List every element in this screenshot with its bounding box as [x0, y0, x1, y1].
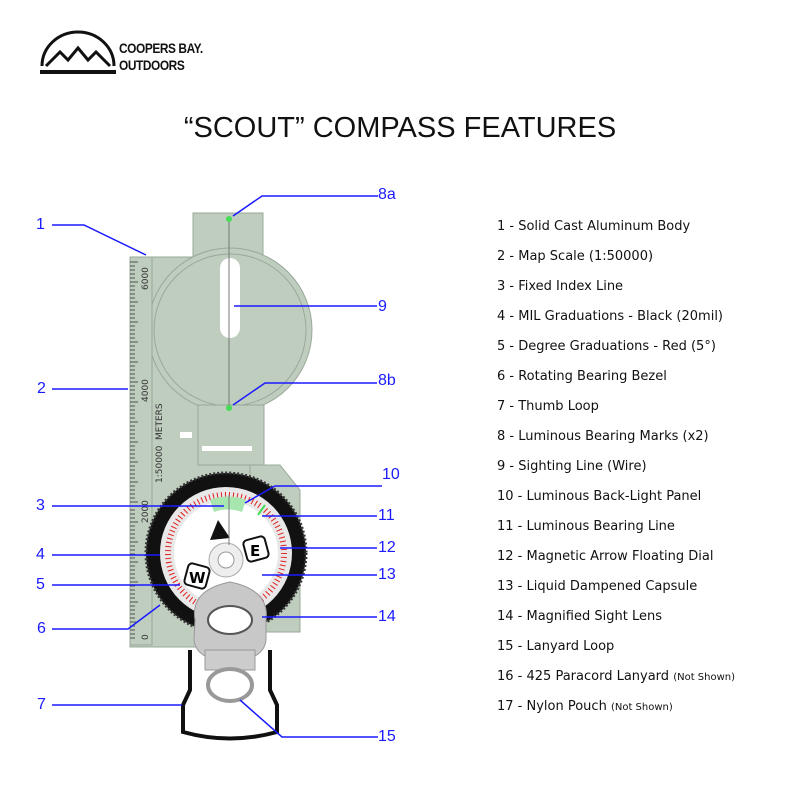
legend-item: 1 - Solid Cast Aluminum Body: [497, 218, 735, 248]
legend-text: 14 - Magnified Sight Lens: [497, 609, 662, 624]
callout-1: 1: [36, 216, 45, 233]
callout-9: 9: [378, 298, 387, 315]
legend-text: 1 - Solid Cast Aluminum Body: [497, 219, 691, 234]
ruler-6000: 6000: [141, 267, 151, 290]
legend-item: 6 - Rotating Bearing Bezel: [497, 368, 735, 398]
callout-3: 3: [36, 497, 45, 514]
legend-item: 11 - Luminous Bearing Line: [497, 518, 735, 548]
brand-line2: OUTDOORS: [119, 57, 185, 73]
legend-item: 4 - MIL Graduations - Black (20mil): [497, 308, 735, 338]
legend-item: 17 - Nylon Pouch (Not Shown): [497, 698, 735, 728]
legend-item: 12 - Magnetic Arrow Floating Dial: [497, 548, 735, 578]
legend-text: 4 - MIL Graduations - Black (20mil): [497, 309, 724, 324]
brand-name: COOPERS BAY. OUTDOORS: [119, 40, 203, 74]
leader-lines: [52, 195, 382, 738]
legend-text: 2 - Map Scale (1:50000): [497, 249, 654, 264]
ruler-0: 0: [141, 634, 151, 640]
legend-text: 9 - Sighting Line (Wire): [497, 459, 647, 474]
callout-4: 4: [36, 546, 45, 563]
callout-12: 12: [378, 539, 396, 556]
callout-14: 14: [378, 608, 396, 625]
legend-item: 15 - Lanyard Loop: [497, 638, 735, 668]
legend-text: 11 - Luminous Bearing Line: [497, 519, 675, 534]
legend-item: 2 - Map Scale (1:50000): [497, 248, 735, 278]
legend-text: 7 - Thumb Loop: [497, 399, 599, 414]
legend-item: 9 - Sighting Line (Wire): [497, 458, 735, 488]
brand-line1: COOPERS BAY.: [119, 40, 203, 56]
ruler-4000: 4000: [141, 379, 151, 402]
legend-item: 5 - Degree Graduations - Red (5°): [497, 338, 735, 368]
callout-5: 5: [36, 576, 45, 593]
legend-text: 8 - Luminous Bearing Marks (x2): [497, 429, 709, 444]
callout-6: 6: [37, 620, 46, 637]
legend-item: 13 - Liquid Dampened Capsule: [497, 578, 735, 608]
legend-note: (Not Shown): [673, 672, 736, 683]
compass-dial: E W: [144, 471, 308, 635]
dial-letter-w: W: [189, 569, 206, 587]
callout-7: 7: [37, 696, 46, 713]
legend-item: 10 - Luminous Back-Light Panel: [497, 488, 735, 518]
callout-11: 11: [378, 507, 395, 524]
page-title: “SCOUT” COMPASS FEATURES: [183, 112, 617, 144]
legend-text: 16 - 425 Paracord Lanyard: [497, 669, 674, 684]
legend-item: 3 - Fixed Index Line: [497, 278, 735, 308]
legend-text: 13 - Liquid Dampened Capsule: [497, 579, 698, 594]
ruler-scale: 1:50000: [155, 445, 165, 483]
legend-text: 17 - Nylon Pouch: [497, 699, 611, 714]
dial-letter-e: E: [250, 542, 260, 560]
ruler-meters: METERS: [155, 403, 165, 440]
legend-text: 3 - Fixed Index Line: [497, 279, 624, 294]
legend-item: 8 - Luminous Bearing Marks (x2): [497, 428, 735, 458]
legend-item: 16 - 425 Paracord Lanyard (Not Shown): [497, 668, 735, 698]
callout-13: 13: [378, 566, 396, 583]
callout-10: 10: [382, 466, 400, 483]
ruler-2000: 2000: [141, 500, 151, 523]
callout-8b: 8b: [378, 372, 396, 389]
legend-text: 12 - Magnetic Arrow Floating Dial: [497, 549, 714, 564]
legend-text: 15 - Lanyard Loop: [497, 639, 615, 654]
legend-text: 6 - Rotating Bearing Bezel: [497, 369, 667, 384]
callout-8a: 8a: [378, 186, 396, 203]
legend-note: (Not Shown): [610, 702, 673, 713]
legend-item: 14 - Magnified Sight Lens: [497, 608, 735, 638]
callout-2: 2: [37, 380, 46, 397]
features-legend: 1 - Solid Cast Aluminum Body 2 - Map Scal…: [497, 218, 735, 728]
logo-mountain-icon: [40, 30, 116, 74]
legend-item: 7 - Thumb Loop: [497, 398, 735, 428]
sight-lens: [193, 581, 267, 703]
callout-15: 15: [378, 728, 396, 745]
legend-text: 5 - Degree Graduations - Red (5°): [497, 339, 716, 354]
legend-text: 10 - Luminous Back-Light Panel: [497, 489, 702, 504]
